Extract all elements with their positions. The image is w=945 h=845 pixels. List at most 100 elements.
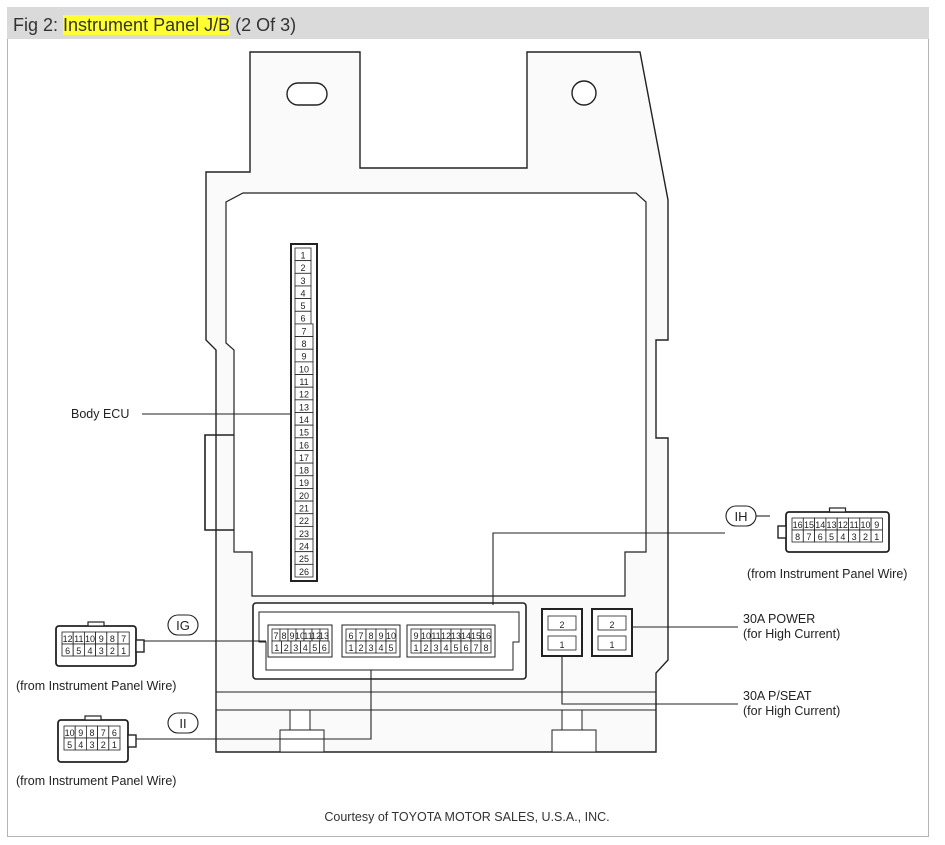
ecu-pin-6-label: 6 <box>300 314 305 324</box>
ecu-pin-11-label: 11 <box>299 377 308 387</box>
power-label-line2: (for High Current) <box>743 627 840 641</box>
sock-ih-bottom-8-label: 8 <box>483 643 488 653</box>
conn-ih-top-9-label: 9 <box>874 520 879 530</box>
jb-inner-panel <box>225 192 647 597</box>
ecu-pin-26-label: 26 <box>299 567 309 577</box>
conn-ih-top-13-label: 13 <box>827 520 837 530</box>
lower-tab-right-base <box>551 729 597 753</box>
conn-ii-top-8-label: 8 <box>89 728 94 738</box>
sock-ig-bottom-4-label: 4 <box>303 643 308 653</box>
conn-ig-bottom-1-label: 1 <box>121 646 126 656</box>
ih-tag-text: IH <box>735 509 748 524</box>
sock-ih-top-14-label: 14 <box>461 631 471 641</box>
conn-ih-top-16-label: 16 <box>793 520 803 530</box>
conn-ih-top-15-label: 15 <box>804 520 814 530</box>
ecu-pin-4-label: 4 <box>300 288 305 298</box>
sock-ii-bottom-3-label: 3 <box>368 643 373 653</box>
sock-ii-frame <box>341 624 401 658</box>
conn-ig-bottom-3-label: 3 <box>99 646 104 656</box>
conn-ii-top-10-label: 10 <box>65 728 75 738</box>
conn-ih-bottom-8-label: 8 <box>795 532 800 542</box>
conn-ii-key <box>84 715 102 721</box>
conn-ig-bottom-4-label: 4 <box>87 646 92 656</box>
sock-ig-bottom-5-label: 5 <box>312 643 317 653</box>
sock-ih-top-10-label: 10 <box>421 631 431 641</box>
ecu-pin-17-label: 17 <box>299 453 309 463</box>
conn-ii-top-7-label: 7 <box>101 728 106 738</box>
ig-source-label: (from Instrument Panel Wire) <box>16 679 176 693</box>
conn-ih-key <box>828 507 847 513</box>
ecu-pin-9-label: 9 <box>301 352 306 362</box>
title-highlight: Instrument Panel J/B <box>63 15 231 35</box>
conn-ii-top-9-label: 9 <box>78 728 83 738</box>
conn-ii-top-6-label: 6 <box>112 728 117 738</box>
ecu-pin-10-label: 10 <box>299 364 309 374</box>
conn-ih-top-10-label: 10 <box>860 520 870 530</box>
ig-tag-text: IG <box>176 618 190 633</box>
sock-ih-bottom-5-label: 5 <box>453 643 458 653</box>
body-ecu-label: Body ECU <box>71 407 129 421</box>
sock-ig-top-10-label: 10 <box>295 631 305 641</box>
ii-tag-oval <box>167 712 199 734</box>
ecu-pin-18-label: 18 <box>299 466 309 476</box>
sock-ih-bottom-1-label: 1 <box>413 643 418 653</box>
fuse-pseat-pin-1-label: 1 <box>559 640 564 650</box>
sock-ig-top-7-label: 7 <box>273 631 278 641</box>
conn-ih-bottom-1-cell <box>870 529 883 543</box>
ecu-pin-12-label: 12 <box>299 390 309 400</box>
sock-ii-bottom-1-label: 1 <box>348 643 353 653</box>
conn-ig-top-7-label: 7 <box>121 634 126 644</box>
sock-ig-top-13-label: 13 <box>319 631 329 641</box>
ecu-pin-16-label: 16 <box>299 440 309 450</box>
conn-ii-bottom-3-label: 3 <box>89 740 94 750</box>
sock-ig-top-12-label: 12 <box>311 631 321 641</box>
conn-ig-bottom-2-label: 2 <box>110 646 115 656</box>
sock-ih-bottom-3-label: 3 <box>433 643 438 653</box>
sock-ii-top-7-label: 7 <box>358 631 363 641</box>
fuse-pseat-pin-2-label: 2 <box>559 620 564 630</box>
sock-ih-top-15-label: 15 <box>471 631 481 641</box>
sock-ig-top-8-label: 8 <box>281 631 286 641</box>
sock-ii-top-10-label: 10 <box>386 631 396 641</box>
conn-ih-bottom-2-label: 2 <box>863 532 868 542</box>
figure-title: Fig 2: Instrument Panel J/B (2 Of 3) <box>7 7 929 39</box>
sock-ig-top-11-label: 11 <box>303 631 312 641</box>
conn-ig-top-11-label: 11 <box>74 634 83 644</box>
mount-slot-hole <box>286 82 328 106</box>
pseat-label-line1: 30A P/SEAT <box>743 689 812 703</box>
ih-leader <box>492 532 725 605</box>
conn-ih-bottom-4-label: 4 <box>840 532 845 542</box>
pseat-label-line2: (for High Current) <box>743 704 840 718</box>
sock-ih-top-12-label: 12 <box>441 631 451 641</box>
ecu-pin-7-label: 7 <box>301 326 306 336</box>
sock-ig-bottom-1-label: 1 <box>274 643 279 653</box>
conn-ih-top-12-label: 12 <box>838 520 848 530</box>
fuse-power-pin-2-label: 2 <box>609 620 614 630</box>
conn-ih-bottom-6-label: 6 <box>818 532 823 542</box>
sock-ii-bottom-5-label: 5 <box>388 643 393 653</box>
power-label-line1: 30A POWER <box>743 612 815 626</box>
conn-ih-bottom-3-label: 3 <box>852 532 857 542</box>
conn-ih-top-11-label: 11 <box>849 520 858 530</box>
conn-ih-bottom-1-label: 1 <box>874 532 879 542</box>
conn-ii-bottom-1-cell <box>108 737 121 751</box>
conn-ih-bottom-7-label: 7 <box>806 532 811 542</box>
fuse-pseat-pin-1-cell <box>547 635 577 651</box>
conn-ii-latch <box>127 734 137 748</box>
sock-ii-bottom-4-label: 4 <box>378 643 383 653</box>
sock-ii-top-6-label: 6 <box>348 631 353 641</box>
conn-ig-top-12-label: 12 <box>63 634 73 644</box>
conn-ig-top-9-label: 9 <box>99 634 104 644</box>
mount-round-hole <box>571 80 597 106</box>
ecu-pin-8-label: 8 <box>301 339 306 349</box>
conn-ig-top-8-label: 8 <box>110 634 115 644</box>
sock-ih-bottom-6-label: 6 <box>463 643 468 653</box>
sock-ii-bottom-2-label: 2 <box>358 643 363 653</box>
conn-ih-latch <box>777 525 787 539</box>
ecu-pin-23-label: 23 <box>299 529 309 539</box>
sock-ig-bottom-2-label: 2 <box>284 643 289 653</box>
conn-ii-bottom-5-label: 5 <box>67 740 72 750</box>
ecu-pin-19-label: 19 <box>299 478 309 488</box>
